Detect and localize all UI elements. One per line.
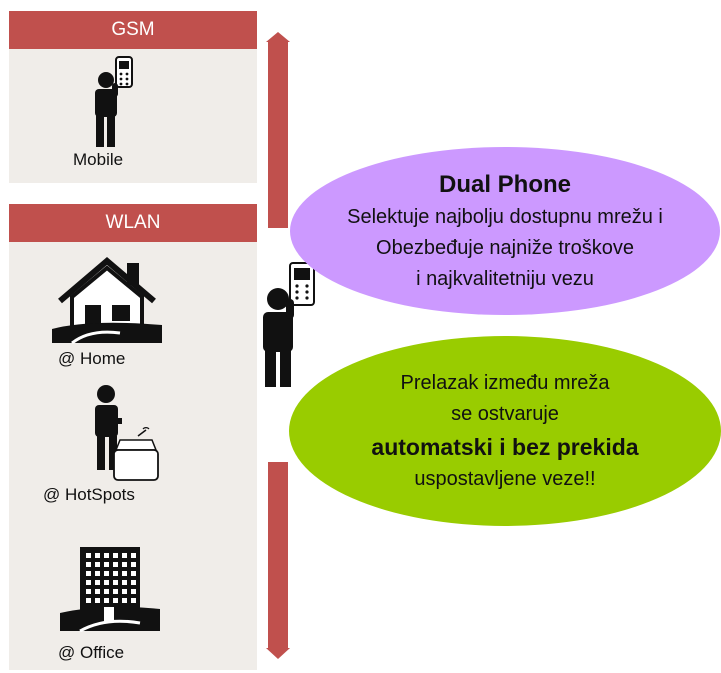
person-with-mobile-phone-icon <box>95 56 133 147</box>
handover-line: Prelazak između mreža <box>400 371 610 394</box>
dual-phone-line: Obezbeđuje najniže troškove <box>376 236 634 259</box>
hotspots-caption: @ HotSpots <box>43 485 135 504</box>
dual-phone-line: i najkvalitetniju vezu <box>416 267 594 290</box>
gsm-header: GSM <box>9 11 257 49</box>
handover-ellipse: Prelazak između mreža se ostvaruje autom… <box>289 336 721 526</box>
bottom-arrow <box>266 462 290 659</box>
house-icon <box>52 257 162 345</box>
handover-bold-line: automatski i bez prekida <box>371 433 639 460</box>
wlan-header: WLAN <box>9 204 257 242</box>
office-building-icon <box>60 547 160 633</box>
handover-line: uspostavljene veze!! <box>414 467 596 490</box>
person-with-mobile-phone-icon <box>263 255 316 387</box>
person-with-laptop-icon <box>95 385 159 481</box>
dual-phone-ellipse: Dual Phone Selektuje najbolju dostupnu m… <box>290 147 720 315</box>
top-arrow <box>266 32 290 228</box>
handover-line: se ostvaruje <box>451 402 559 425</box>
gsm-caption: Mobile <box>73 150 124 169</box>
home-caption: @ Home <box>58 349 126 368</box>
office-caption: @ Office <box>58 643 125 662</box>
dual-phone-title: Dual Phone <box>438 170 571 198</box>
dual-phone-line: Selektuje najbolju dostupnu mrežu i <box>347 205 663 228</box>
gsm-panel: GSM <box>9 11 257 183</box>
